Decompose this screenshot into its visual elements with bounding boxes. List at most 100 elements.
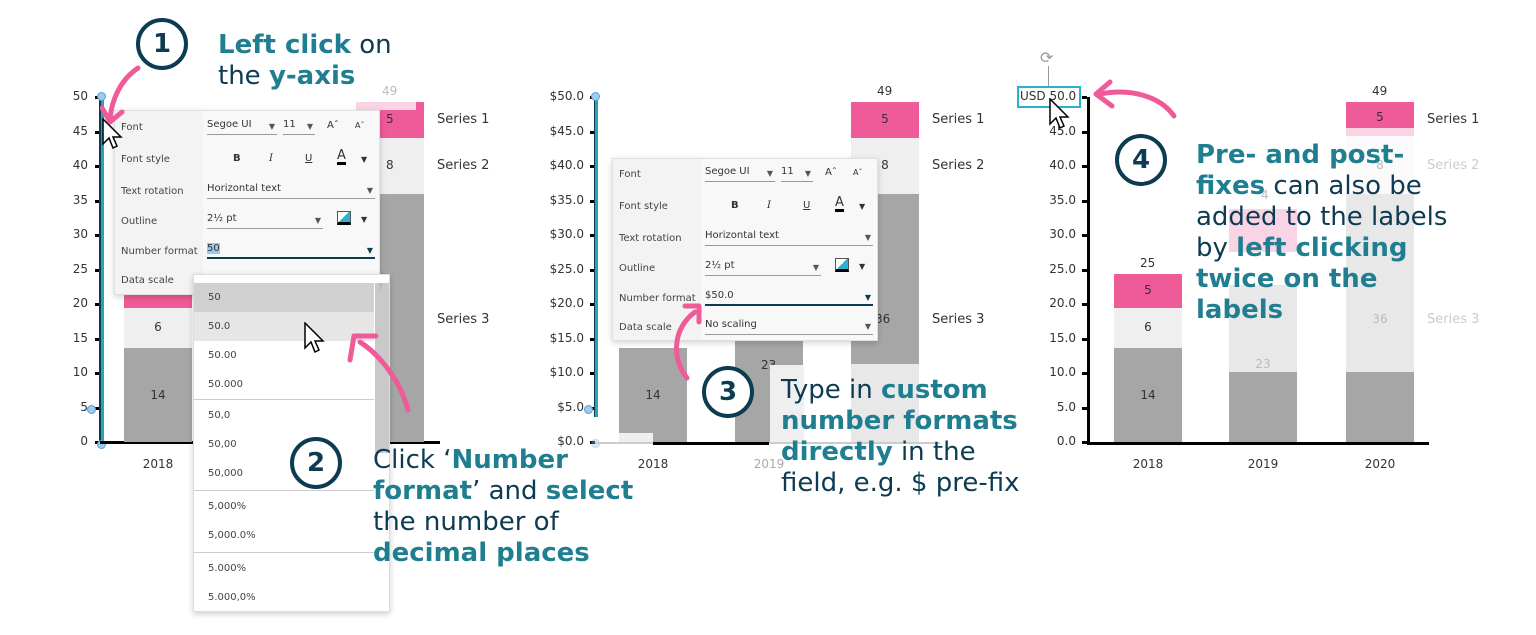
- category-label: 2019: [1247, 457, 1279, 471]
- bar-2020-series1[interactable]: 5: [851, 102, 919, 138]
- grow-font-icon[interactable]: Aˆ: [327, 120, 339, 131]
- y-axis-tick: [1082, 372, 1087, 375]
- bold-button[interactable]: B: [731, 200, 739, 211]
- dropdown-option[interactable]: 5,000%: [208, 501, 247, 512]
- data-label[interactable]: 6: [1144, 320, 1152, 334]
- dropdown-option[interactable]: 50.00: [208, 350, 237, 361]
- bar-2020-series2[interactable]: 8: [1346, 136, 1414, 194]
- resize-handle-bottom[interactable]: [97, 440, 106, 449]
- selected-tick-label[interactable]: USD 50.0: [1020, 89, 1077, 103]
- data-label[interactable]: 5: [881, 112, 889, 126]
- chevron-down-icon: ▼: [804, 169, 811, 178]
- shrink-font-icon[interactable]: Aˇ: [853, 168, 863, 177]
- chevron-down-icon[interactable]: ▼: [361, 155, 368, 164]
- legend-series-3[interactable]: Series 3: [437, 312, 490, 327]
- y-axis[interactable]: [1087, 97, 1090, 445]
- font-size-select[interactable]: 11▼: [283, 119, 315, 135]
- bar-2018-series1[interactable]: 5: [1114, 274, 1182, 308]
- y-axis-tick: [95, 130, 100, 134]
- dropdown-option[interactable]: 5.000%: [208, 563, 247, 574]
- resize-handle-top[interactable]: [97, 92, 106, 101]
- scroll-up-arrow-icon[interactable]: ↑: [377, 283, 385, 293]
- data-label[interactable]: 8: [1376, 158, 1384, 172]
- legend-series-1[interactable]: Series 1: [1427, 112, 1480, 127]
- y-axis-tick: [590, 268, 595, 272]
- data-label[interactable]: 14: [150, 388, 166, 402]
- legend-series-2[interactable]: Series 2: [1427, 158, 1480, 173]
- data-label[interactable]: 5: [1144, 283, 1152, 297]
- underline-button[interactable]: U: [803, 200, 811, 211]
- resize-handle-mid[interactable]: [87, 405, 96, 414]
- outline-select[interactable]: 2½ pt▼: [207, 213, 323, 229]
- text-rotation-select[interactable]: Horizontal text▼: [207, 183, 375, 199]
- y-axis-selected[interactable]: [594, 97, 598, 417]
- chevron-down-icon[interactable]: ▼: [859, 262, 866, 271]
- text-rotation-select[interactable]: Horizontal text▼: [705, 230, 873, 246]
- dropdown-option[interactable]: 50.000: [208, 379, 243, 390]
- legend-series-3[interactable]: Series 3: [1427, 312, 1480, 327]
- grow-font-icon[interactable]: Aˆ: [825, 167, 837, 178]
- outline-color-icon[interactable]: [337, 211, 351, 225]
- y-axis-tick-label: 25.0: [1049, 261, 1076, 276]
- rotate-handle-icon[interactable]: ⟳: [1040, 48, 1054, 67]
- underline-button[interactable]: U: [305, 153, 313, 164]
- bar-2020-series3[interactable]: [1346, 372, 1414, 442]
- data-label[interactable]: 5: [1376, 110, 1384, 124]
- font-name-select[interactable]: Segoe UI▼: [207, 119, 277, 135]
- chevron-down-icon[interactable]: ▼: [859, 202, 866, 211]
- bar-2018-series3[interactable]: 14: [1114, 348, 1182, 442]
- data-label[interactable]: 14: [1140, 388, 1156, 402]
- legend-series-2[interactable]: Series 2: [437, 158, 490, 173]
- bar-2018-series2[interactable]: 6: [1114, 308, 1182, 348]
- data-label[interactable]: 14: [645, 388, 661, 402]
- data-label[interactable]: 8: [881, 158, 889, 172]
- bar-2020-series1[interactable]: 5: [1346, 102, 1414, 128]
- number-format-input[interactable]: 50▼: [207, 243, 375, 259]
- shrink-font-icon[interactable]: Aˇ: [355, 121, 365, 130]
- bar-2018-series3[interactable]: 14: [619, 348, 687, 442]
- data-label[interactable]: 36: [1372, 312, 1388, 326]
- font-size-select[interactable]: 11▼: [781, 166, 813, 182]
- dropdown-option[interactable]: 50.0: [194, 312, 374, 341]
- bar-2018-series3[interactable]: 14: [124, 348, 192, 442]
- font-color-button[interactable]: A: [337, 148, 346, 165]
- dropdown-option[interactable]: 50: [194, 283, 374, 312]
- outline-color-icon[interactable]: [835, 258, 849, 272]
- selected-axis-label[interactable]: [1017, 86, 1081, 108]
- data-label[interactable]: 4: [1261, 188, 1269, 202]
- legend-series-3[interactable]: Series 3: [932, 312, 985, 327]
- resize-handle-mid[interactable]: [584, 405, 593, 414]
- dropdown-option[interactable]: 50,0: [208, 410, 231, 421]
- legend-series-1[interactable]: Series 1: [437, 112, 490, 127]
- italic-button[interactable]: I: [767, 200, 771, 211]
- y-axis-selected[interactable]: [99, 97, 104, 445]
- chevron-down-icon[interactable]: ▼: [361, 215, 368, 224]
- dropdown-option[interactable]: 5,000.0%: [208, 530, 256, 541]
- mouse-cursor-icon: [1049, 98, 1070, 130]
- label-font: Font: [121, 122, 143, 133]
- font-name-select[interactable]: Segoe UI▼: [705, 166, 775, 182]
- bar-2019-series3[interactable]: [1229, 372, 1297, 442]
- outline-select[interactable]: 2½ pt▼: [705, 260, 821, 276]
- resize-handle-top[interactable]: [591, 92, 600, 101]
- italic-button[interactable]: I: [269, 153, 273, 164]
- legend-series-1[interactable]: Series 1: [932, 112, 985, 127]
- data-label[interactable]: 6: [154, 320, 162, 334]
- data-label[interactable]: 8: [386, 158, 394, 172]
- y-axis-tick-label: 0.0: [1056, 434, 1076, 448]
- dropdown-scrollbar[interactable]: [375, 283, 389, 453]
- number-format-input[interactable]: $50.0▼: [705, 290, 873, 306]
- bar-2020-series3-faded[interactable]: 36: [1346, 194, 1414, 372]
- data-label[interactable]: 36: [875, 312, 891, 326]
- bold-button[interactable]: B: [233, 153, 241, 164]
- legend-series-2[interactable]: Series 2: [932, 158, 985, 173]
- bar-2018-series2[interactable]: 6: [124, 308, 192, 348]
- dropdown-option[interactable]: 50,000: [208, 468, 243, 479]
- bar-2019-series2[interactable]: 23: [1229, 285, 1297, 372]
- dropdown-option[interactable]: 50,00: [208, 439, 237, 450]
- data-label[interactable]: 23: [1255, 357, 1271, 371]
- font-color-button[interactable]: A: [835, 195, 844, 212]
- dropdown-option[interactable]: 5.000,0%: [208, 592, 256, 603]
- data-scale-select[interactable]: No scaling▼: [705, 319, 873, 335]
- data-label[interactable]: 5: [386, 112, 394, 126]
